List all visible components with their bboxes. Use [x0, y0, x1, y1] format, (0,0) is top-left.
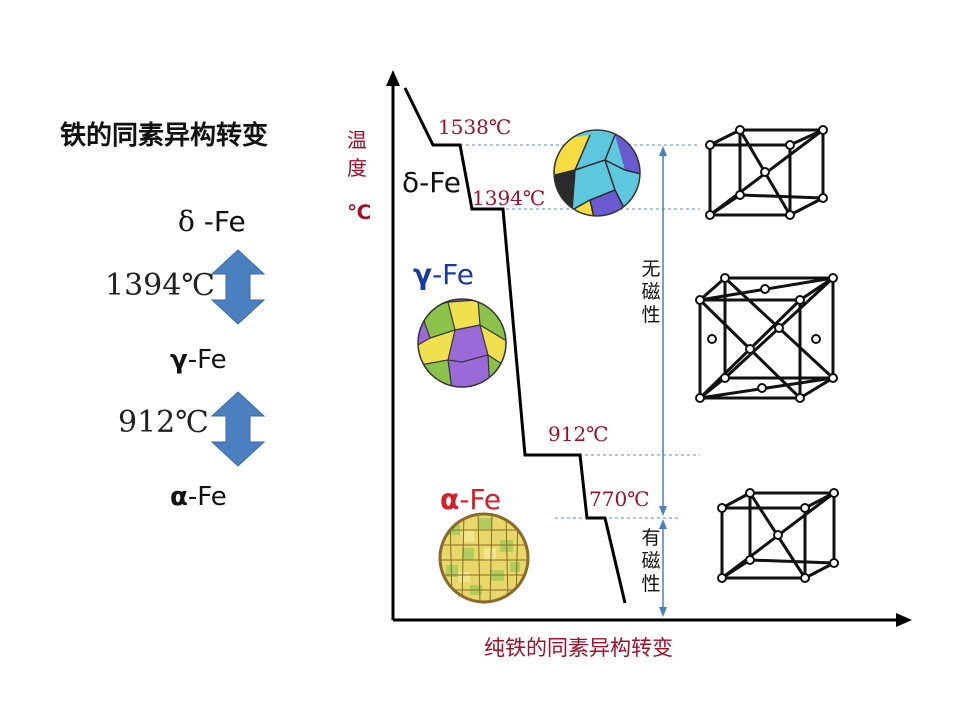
- alpha-grain-image: [438, 512, 530, 604]
- y-axis-label-line1: 温: [347, 128, 367, 152]
- magnetism-range-arrows: [659, 146, 667, 617]
- temp-label-912: 912℃: [548, 422, 609, 446]
- left-gamma-symbol: γ: [170, 345, 188, 375]
- temp-label-1538: 1538℃: [438, 115, 512, 139]
- chart-phase-gamma: γ-Fe: [413, 258, 474, 291]
- bcc-lattice-alpha-icon: [717, 488, 839, 583]
- chart-gamma-suffix: -Fe: [432, 258, 474, 291]
- y-axis-label-line2: 度: [347, 156, 367, 180]
- chart-alpha-suffix: -Fe: [459, 483, 502, 516]
- left-alpha-symbol: α: [170, 482, 188, 512]
- left-alpha-suffix: -Fe: [187, 482, 227, 512]
- left-temp-1394: 1394℃: [105, 268, 215, 303]
- temp-label-770: 770℃: [589, 487, 650, 511]
- temp-label-1394: 1394℃: [472, 186, 546, 210]
- magnetic-label: 有磁性: [641, 527, 661, 595]
- left-title: 铁的同素异构转变: [60, 121, 269, 151]
- double-arrow-icon: [210, 249, 266, 325]
- axes: [386, 70, 912, 627]
- left-gamma-suffix: -Fe: [187, 345, 227, 375]
- left-phase-delta: δ -Fe: [178, 205, 246, 238]
- bcc-lattice-delta-icon: [705, 125, 828, 220]
- left-delta-suffix: -Fe: [194, 205, 246, 238]
- gamma-grain-image: [417, 298, 507, 388]
- y-axis-label: 温 度: [347, 126, 371, 182]
- x-axis-caption: 纯铁的同素异构转变: [484, 636, 673, 660]
- cooling-curve: [403, 87, 627, 604]
- chart-phase-alpha: α-Fe: [440, 483, 501, 516]
- chart-gamma-symbol: γ: [413, 258, 433, 291]
- left-delta-symbol: δ: [178, 205, 195, 238]
- chart-phase-delta: δ-Fe: [402, 166, 462, 199]
- delta-grain-image: [553, 129, 641, 217]
- x-axis-arrow-icon: [896, 613, 912, 627]
- left-phase-alpha: α-Fe: [170, 482, 227, 512]
- y-axis-arrow-icon: [386, 70, 400, 86]
- fcc-lattice-gamma-icon: [695, 273, 838, 403]
- left-temp-912: 912℃: [118, 405, 209, 440]
- chart-alpha-symbol: α: [440, 483, 460, 516]
- y-axis-unit: ℃: [347, 200, 372, 224]
- double-arrow-icon: [210, 391, 266, 467]
- left-phase-gamma: γ-Fe: [170, 345, 227, 375]
- nonmagnetic-label: 无磁性: [641, 258, 661, 326]
